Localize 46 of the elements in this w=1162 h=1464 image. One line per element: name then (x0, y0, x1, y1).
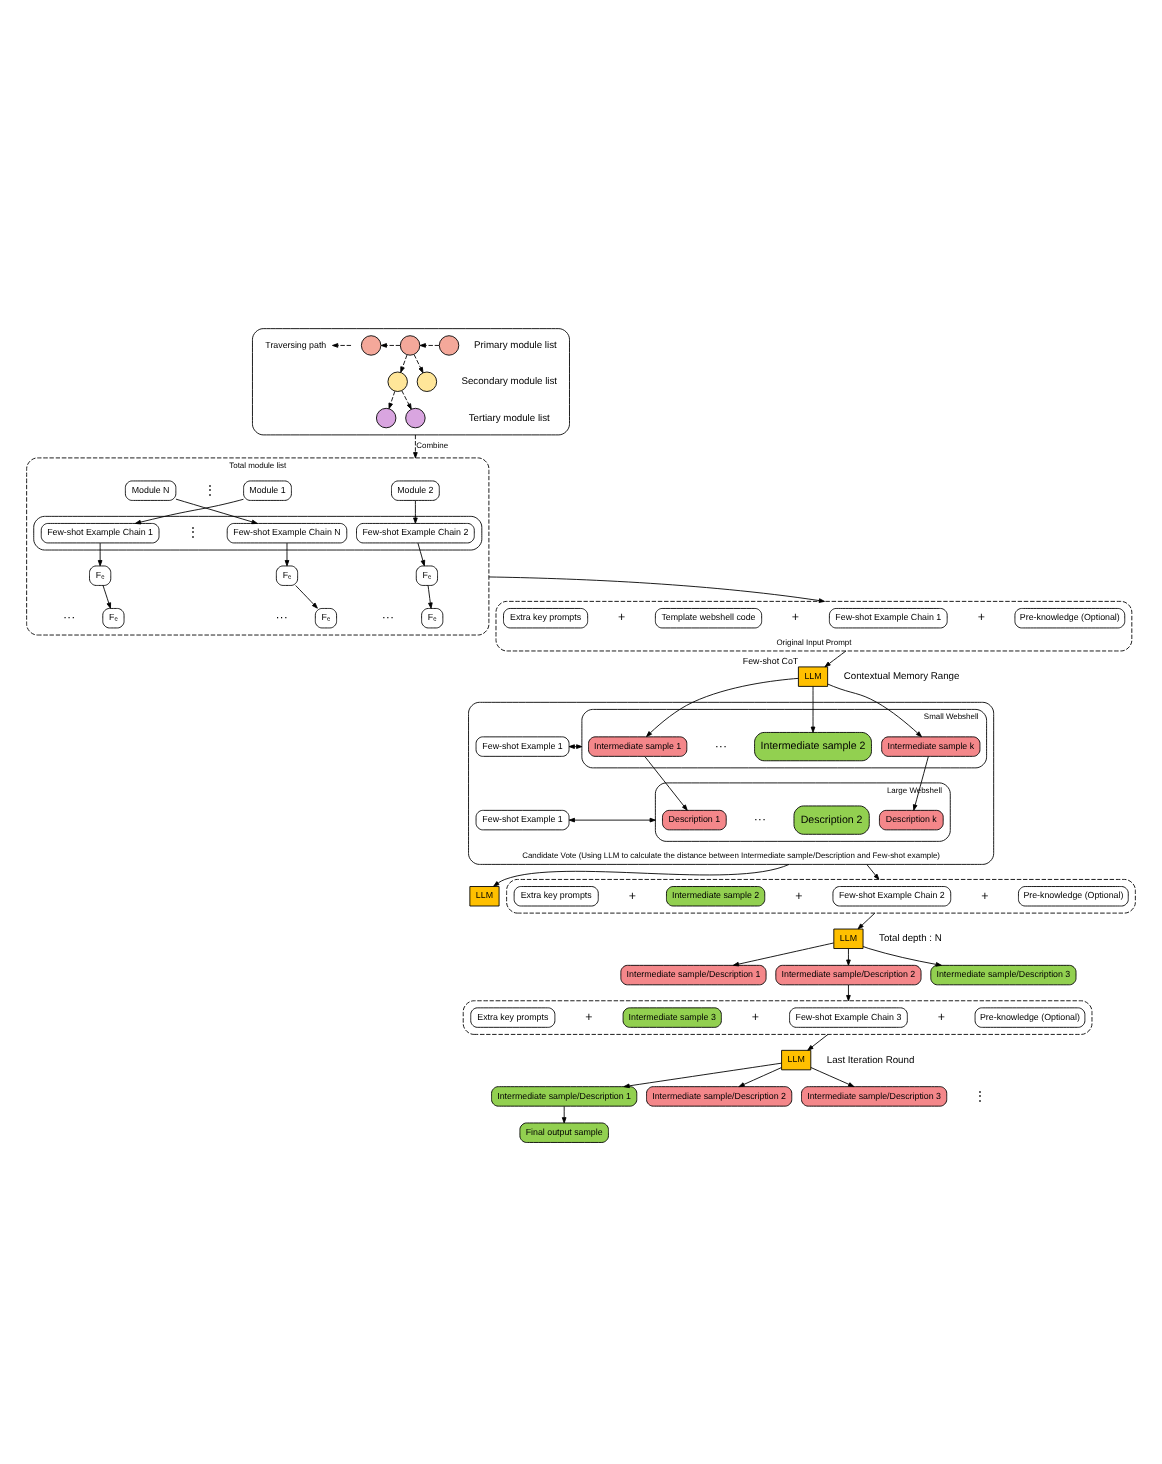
arrow (413, 500, 418, 524)
cluster (506, 879, 1136, 914)
arrow (866, 863, 880, 880)
arrow (417, 542, 426, 567)
arrow (807, 1033, 829, 1051)
arrow (738, 1067, 782, 1088)
arrow (810, 1067, 855, 1088)
arrow (623, 1062, 782, 1089)
arrow (732, 942, 835, 967)
node-circle (438, 335, 460, 356)
node-circle (360, 335, 382, 356)
arrow (380, 343, 401, 348)
arrow (295, 585, 318, 609)
node-circle (405, 407, 426, 429)
arrow (857, 912, 876, 930)
arrow (401, 390, 412, 410)
arrow (388, 390, 396, 410)
arrow (419, 343, 440, 348)
arrow (102, 585, 112, 609)
arrow (134, 498, 244, 525)
cluster (462, 1000, 1093, 1035)
cluster (252, 328, 570, 436)
arrow (284, 542, 290, 567)
node-circle (399, 335, 421, 356)
arrow (912, 756, 929, 811)
arrow (846, 984, 851, 1002)
arrow (827, 683, 922, 738)
arrow (644, 756, 688, 811)
arrow (413, 434, 418, 459)
arrow (810, 686, 816, 733)
arrow (646, 677, 799, 737)
node-circle (416, 371, 438, 392)
arrow (568, 817, 656, 823)
arrow (488, 576, 825, 603)
cluster (468, 701, 995, 865)
arrow (413, 354, 424, 374)
arrow (400, 354, 408, 373)
arrow (175, 498, 258, 525)
node-circle (376, 407, 397, 429)
arrow (561, 1105, 567, 1124)
arrow (97, 542, 103, 567)
arrow (824, 650, 847, 668)
arrow (427, 585, 433, 609)
node-circle (387, 371, 408, 392)
arrow (862, 946, 942, 967)
arrow (846, 948, 851, 966)
